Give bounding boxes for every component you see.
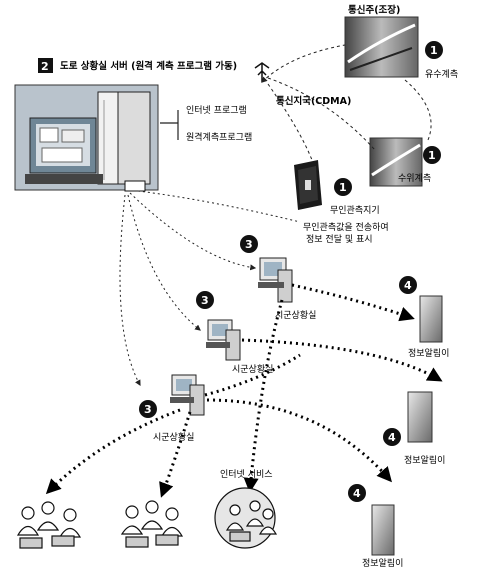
badge-3-branch-1: 3	[240, 235, 258, 253]
badge-3-branch-2: 3	[196, 291, 214, 309]
telemetry-links	[261, 44, 432, 161]
svg-text:1: 1	[339, 181, 347, 194]
field-controller-label: 무인관측지기	[330, 205, 380, 216]
svg-text:2: 2	[41, 60, 49, 73]
sensor-pole-photo	[344, 16, 419, 78]
branch-1-label: 시군상황실	[275, 310, 316, 321]
display-2-label: 정보알림이	[404, 454, 445, 466]
display-board-icon	[419, 295, 443, 343]
display-board-icon	[407, 391, 433, 443]
display-board-icon	[371, 504, 395, 556]
pc-icon	[258, 257, 293, 303]
badge-3-branch-3: 3	[139, 400, 157, 418]
internet-links	[45, 299, 284, 498]
svg-text:1: 1	[428, 149, 436, 162]
svg-text:4: 4	[404, 279, 412, 292]
server-note-1: 인터넷 프로그램	[186, 104, 247, 116]
badge-1-controller: 1	[334, 178, 352, 196]
badge-4-display-1: 4	[399, 276, 417, 294]
pc-icon	[170, 374, 205, 416]
people-group-icon	[214, 487, 278, 549]
svg-text:1: 1	[430, 44, 438, 57]
svg-text:4: 4	[353, 487, 361, 500]
branch-to-display-links	[204, 283, 443, 483]
water-gauge-photo	[369, 137, 423, 187]
display-1-label: 정보알림이	[408, 347, 449, 359]
internet-service-label: 인터넷 서비스	[220, 469, 273, 480]
sensor-pole-label: 통신주(조장)	[348, 4, 400, 16]
badge-2: 2	[38, 58, 53, 73]
server-computer-icon	[14, 84, 159, 192]
flow-note-2: 정보 전달 및 표시	[306, 233, 373, 245]
badge-4-display-2: 4	[383, 428, 401, 446]
people-group-icon	[120, 500, 184, 548]
wireless-link-label: 통신지국(CDMA)	[276, 95, 351, 107]
water-gauge-label: 수위계측	[398, 172, 431, 184]
rain-gauge-label: 유수계측	[425, 68, 458, 80]
server-title: 도로 상황실 서버 (원격 계측 프로그램 가동)	[60, 60, 237, 72]
svg-text:3: 3	[144, 403, 152, 416]
branch-2-label: 시군상황실	[232, 364, 273, 375]
flow-note-1: 무인관측값을 전송하여	[303, 221, 389, 233]
branch-3-label: 시군상황실	[153, 432, 194, 443]
svg-text:3: 3	[245, 238, 253, 251]
svg-text:4: 4	[388, 431, 396, 444]
server-to-branch-links	[119, 190, 301, 387]
svg-text:3: 3	[201, 294, 209, 307]
badge-1-top: 1	[425, 41, 443, 59]
antenna-icon	[254, 62, 270, 82]
badge-4-display-3: 4	[348, 484, 366, 502]
people-group-icon	[16, 501, 82, 549]
pc-icon	[206, 319, 241, 361]
badge-1-right: 1	[423, 146, 441, 164]
server-note-2: 원격계측프로그램	[186, 131, 252, 143]
controller-box-icon	[294, 160, 322, 210]
display-3-label: 정보알림이	[362, 557, 403, 569]
